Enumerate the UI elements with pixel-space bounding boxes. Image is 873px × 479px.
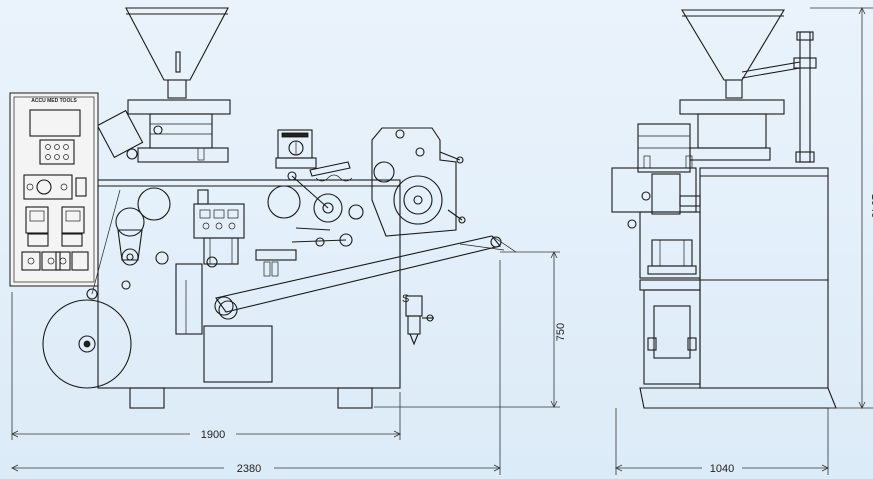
dimension-750: 750: [374, 251, 567, 408]
dimension-2380: 2380: [11, 260, 501, 475]
film-reel: [42, 189, 132, 389]
dimension-2380-label: 2380: [237, 463, 261, 475]
dimension-side-width-label: 1040: [710, 463, 734, 475]
front-view: ACCU MED TOOLS: [9, 7, 567, 475]
svg-text:S: S: [402, 293, 409, 305]
front-hopper: [125, 7, 229, 99]
front-rollers: [115, 185, 301, 320]
front-main-body: [97, 179, 401, 409]
side-hopper: [681, 9, 785, 99]
dimension-side-height: 1040: [810, 7, 873, 409]
dimension-side-height-label: 1040: [869, 194, 873, 218]
forming-station: [193, 189, 245, 265]
front-upper-block: [96, 99, 231, 163]
side-view: 1040 1040: [611, 7, 873, 475]
control-panel: ACCU MED TOOLS: [9, 92, 99, 287]
sealing-station: [255, 129, 364, 277]
front-right-unit: [371, 127, 466, 237]
side-upper-block: [637, 99, 785, 173]
dimension-1900: 1900: [11, 292, 401, 441]
side-main-body: [611, 167, 837, 409]
output-conveyor: [214, 235, 517, 316]
air-filter-unit: S: [402, 293, 434, 346]
control-panel-title: ACCU MED TOOLS: [31, 98, 77, 104]
dimension-1900-label: 1900: [201, 429, 225, 441]
side-column: [741, 31, 817, 163]
dimension-side-width: 1040: [615, 408, 829, 475]
dimension-750-label: 750: [555, 323, 567, 341]
